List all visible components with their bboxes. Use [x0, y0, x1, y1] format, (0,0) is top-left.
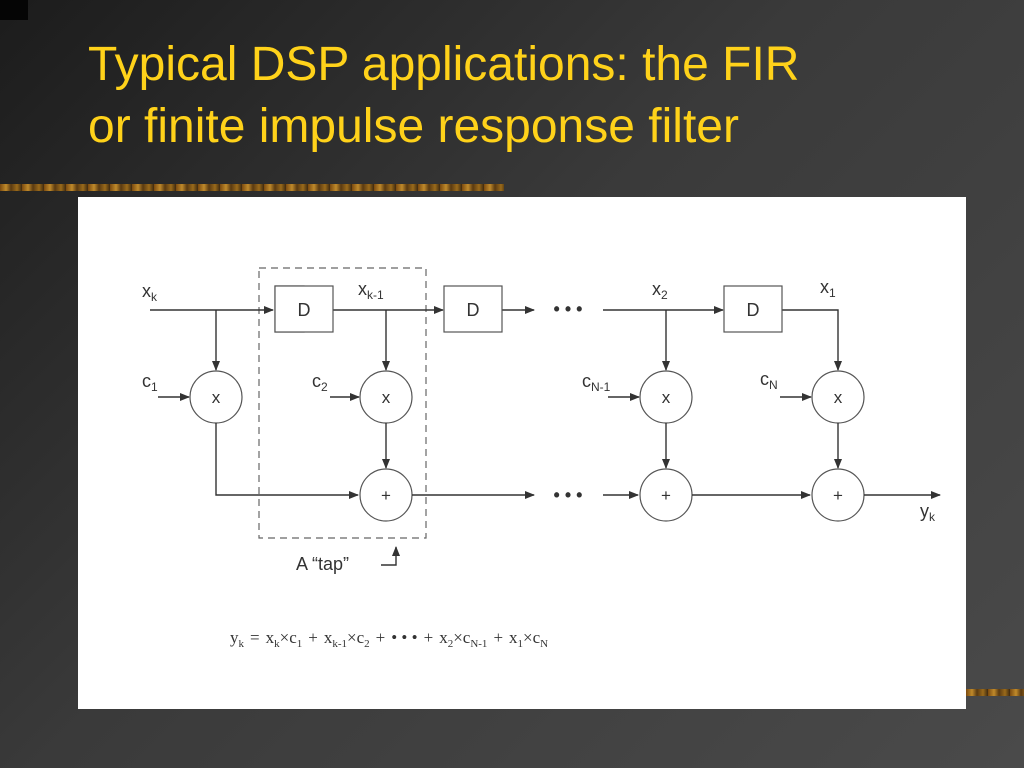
delay-label-2: D [467, 300, 480, 320]
delay-block-2 [443, 285, 503, 333]
delay-label-1: D [298, 300, 311, 320]
title-underline-decoration [0, 184, 504, 191]
wire-x1-to-multN [782, 309, 842, 371]
label-x1: x1 [820, 277, 836, 300]
label-c1: c1 [142, 371, 158, 394]
multiply-symbol-n-1: x [662, 388, 671, 407]
label-xk: xk [142, 281, 158, 304]
wire-mult1-to-adder1 [215, 423, 359, 499]
delay-label-3: D [747, 300, 760, 320]
tap-caption: A “tap” [296, 554, 349, 574]
add-symbol-n: + [833, 486, 843, 505]
label-cN-1: cN-1 [582, 371, 611, 394]
multiply-symbol-n: x [834, 388, 843, 407]
fir-equation: yk=xk×c1+xk-1×c2+• • •+x2×cN-1+x1×cN [230, 628, 548, 650]
label-x2: x2 [652, 279, 668, 302]
slide-title-line-1: Typical DSP applications: the FIR [88, 38, 800, 91]
fir-filter-figure: D D D x x x x + + + • • • [78, 197, 966, 709]
slide-title-line-2: or finite impulse response filter [88, 100, 739, 153]
label-c2: c2 [312, 371, 328, 394]
side-decoration [966, 689, 1024, 696]
fir-block-diagram: D D D x x x x + + + • • • [142, 267, 941, 650]
multiply-symbol-1: x [212, 388, 221, 407]
slide-title: Typical DSP applications: the FIR or fin… [88, 34, 988, 158]
delay-block-1-frame [274, 285, 334, 333]
ellipsis-bottom: • • • [554, 485, 583, 505]
label-xk-1: xk-1 [358, 279, 384, 302]
corner-mark [0, 0, 28, 20]
delay-block-3 [723, 285, 783, 333]
tap-boundary [258, 267, 427, 539]
tap-pointer-arrow [381, 546, 400, 566]
add-symbol-1: + [381, 486, 391, 505]
add-symbol-n-1: + [661, 486, 671, 505]
label-cN: cN [760, 369, 778, 392]
label-yk: yk [920, 501, 936, 524]
multiply-symbol-2: x [382, 388, 391, 407]
ellipsis-top: • • • [554, 299, 583, 319]
